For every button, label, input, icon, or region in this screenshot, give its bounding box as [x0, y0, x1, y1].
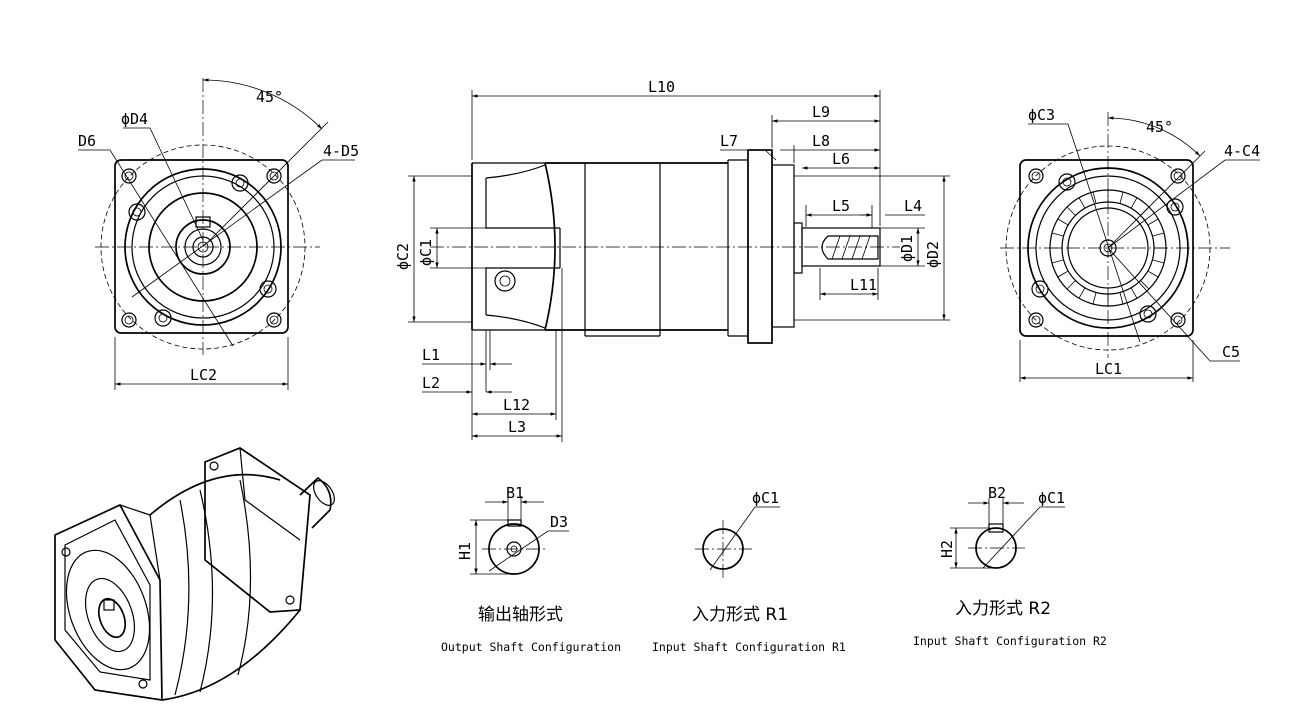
label-l9: L9 [812, 103, 830, 121]
detail-output-shaft: B1 H1 D3 输出轴形式 Output Shaft Configuratio… [441, 484, 621, 654]
clamp-slot-line [1051, 259, 1064, 264]
clamp-slot-line [1092, 191, 1097, 204]
detail-input-r2: B2 ϕC1 H2 入力形式 R2 Input Shaft Configurat… [913, 484, 1107, 648]
clamp-slot-line [1147, 270, 1159, 278]
caption-output-shaft-cn: 输出轴形式 [478, 605, 563, 625]
clamp-slot-line [1152, 259, 1165, 264]
clamp-slot-line [1057, 218, 1069, 226]
clamp-slot-line [1130, 287, 1138, 299]
detail-input-r1: ϕC1 入力形式 R1 Input Shaft Configuration R1 [652, 489, 846, 654]
label-d3: D3 [550, 513, 568, 531]
label-l8: L8 [812, 132, 830, 150]
label-h1: H1 [456, 542, 474, 560]
label-holes-d5: 4-D5 [323, 142, 359, 160]
caption-input-r2-en: Input Shaft Configuration R2 [913, 634, 1107, 648]
label-lc2: LC2 [190, 366, 217, 384]
label-r2-phi-c1: ϕC1 [1038, 489, 1065, 507]
label-d6: D6 [78, 132, 96, 150]
clamp-slot-line [1051, 232, 1064, 237]
label-l12: L12 [503, 396, 530, 414]
label-l7: L7 [720, 132, 738, 150]
label-holes-c4: 4-C4 [1224, 142, 1260, 160]
label-angle-left: 45° [256, 88, 283, 106]
caption-input-r1-cn: 入力形式 R1 [692, 605, 788, 625]
label-b2: B2 [988, 484, 1006, 502]
clamp-slot-line [1057, 270, 1069, 278]
caption-input-r2-cn: 入力形式 R2 [955, 599, 1051, 619]
label-l4: L4 [904, 197, 922, 215]
label-l1: L1 [422, 346, 440, 364]
clamp-slot-line [1066, 206, 1076, 216]
clamp-slot-line [1130, 197, 1138, 209]
label-l5: L5 [832, 197, 850, 215]
front-view-output: D6 ϕD4 45° 4-D5 LC2 [78, 78, 359, 390]
clamp-slot-line [1078, 287, 1086, 299]
side-view: L10 L9 L8 L7 L6 L5 L4 L11 ϕD [394, 78, 950, 442]
clamp-slot-line [1078, 197, 1086, 209]
clamp-slot-line [1119, 292, 1124, 305]
clamp-slot-line [1152, 232, 1165, 237]
clamp-slot-line [1119, 191, 1124, 204]
isometric-view [54, 447, 335, 701]
label-phi-c3: ϕC3 [1028, 106, 1055, 124]
label-phi-d4: ϕD4 [121, 110, 148, 128]
label-c5: C5 [1222, 343, 1240, 361]
label-r1-phi-c1: ϕC1 [752, 489, 779, 507]
clamp-slot-line [1147, 218, 1159, 226]
caption-input-r1-en: Input Shaft Configuration R1 [652, 640, 846, 654]
label-phi-c1: ϕC1 [417, 239, 435, 266]
label-l11: L11 [850, 276, 877, 294]
label-phi-d1: ϕD1 [898, 235, 916, 262]
label-h2: H2 [938, 540, 956, 558]
label-lc1: LC1 [1095, 360, 1122, 378]
label-b1: B1 [506, 484, 524, 502]
clamp-slot-line [1092, 292, 1097, 305]
label-l6: L6 [832, 150, 850, 168]
label-l2: L2 [422, 374, 440, 392]
front-view-input: ϕC3 45° 4-C4 C5 LC1 [1000, 106, 1260, 382]
label-l10: L10 [648, 78, 675, 96]
label-l3: L3 [508, 418, 526, 436]
clamp-slot-line [1140, 280, 1150, 290]
label-phi-d2: ϕD2 [924, 241, 942, 268]
caption-output-shaft-en: Output Shaft Configuration [441, 640, 621, 654]
label-phi-c2: ϕC2 [394, 243, 412, 270]
clamp-slot-line [1066, 280, 1076, 290]
label-angle-right: 45° [1146, 118, 1173, 136]
